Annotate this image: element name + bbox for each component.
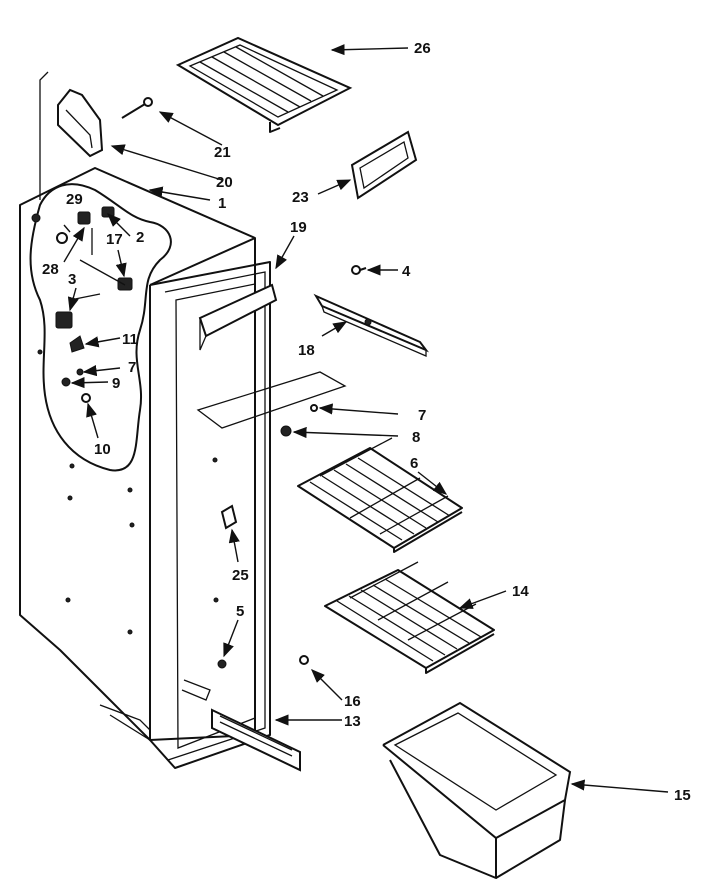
callout-7-right: 7 [418, 407, 426, 424]
screw-part-16 [299, 655, 309, 665]
callout-21: 21 [214, 144, 231, 161]
callout-26: 26 [414, 40, 431, 57]
callout-10: 10 [94, 441, 111, 458]
callout-14: 14 [512, 583, 529, 600]
callout-9: 9 [112, 375, 120, 392]
grille-part-13 [181, 679, 301, 772]
callout-19: 19 [290, 219, 307, 236]
callout-15: 15 [674, 787, 691, 804]
callout-23: 23 [292, 189, 309, 206]
callout-5: 5 [236, 603, 244, 620]
callout-29: 29 [66, 191, 83, 208]
wire-shelf-part-6 [297, 437, 463, 553]
top-shelf-part-26 [175, 36, 353, 133]
callout-8: 8 [412, 429, 420, 446]
callout-2: 2 [136, 229, 144, 246]
rail-part-18 [313, 293, 430, 357]
callout-1: 1 [218, 195, 226, 212]
control-component [31, 206, 219, 635]
part-25-bracket [220, 504, 238, 530]
light-cover [196, 371, 347, 437]
callout-28: 28 [42, 261, 59, 278]
callout-6: 6 [410, 455, 418, 472]
bracket-part-20 [57, 88, 104, 158]
callout-20: 20 [216, 174, 233, 191]
callout-25: 25 [232, 567, 249, 584]
callout-13: 13 [344, 713, 361, 730]
leader-lines [63, 44, 669, 793]
cover-part-19 [198, 283, 278, 351]
callout-11: 11 [122, 331, 138, 348]
callout-17: 17 [106, 231, 123, 248]
screw-part-21 [121, 97, 153, 119]
part-23-pan [350, 130, 418, 200]
callout-4: 4 [402, 263, 411, 280]
callout-3: 3 [68, 271, 76, 288]
control-area-cutaway [29, 71, 219, 635]
freezer-liner [19, 167, 271, 769]
wire-shelf-part-14 [324, 561, 495, 674]
callout-16: 16 [344, 693, 361, 710]
callout-labels: 26 21 20 1 23 19 4 18 7 8 6 14 25 5 16 1… [42, 40, 691, 804]
ice-bin-part-15 [382, 701, 572, 879]
callout-18: 18 [298, 342, 315, 359]
callout-7-left: 7 [128, 359, 136, 376]
screw-part-4 [351, 265, 367, 275]
tube-line [39, 71, 49, 200]
screw-part-5 [217, 659, 227, 669]
